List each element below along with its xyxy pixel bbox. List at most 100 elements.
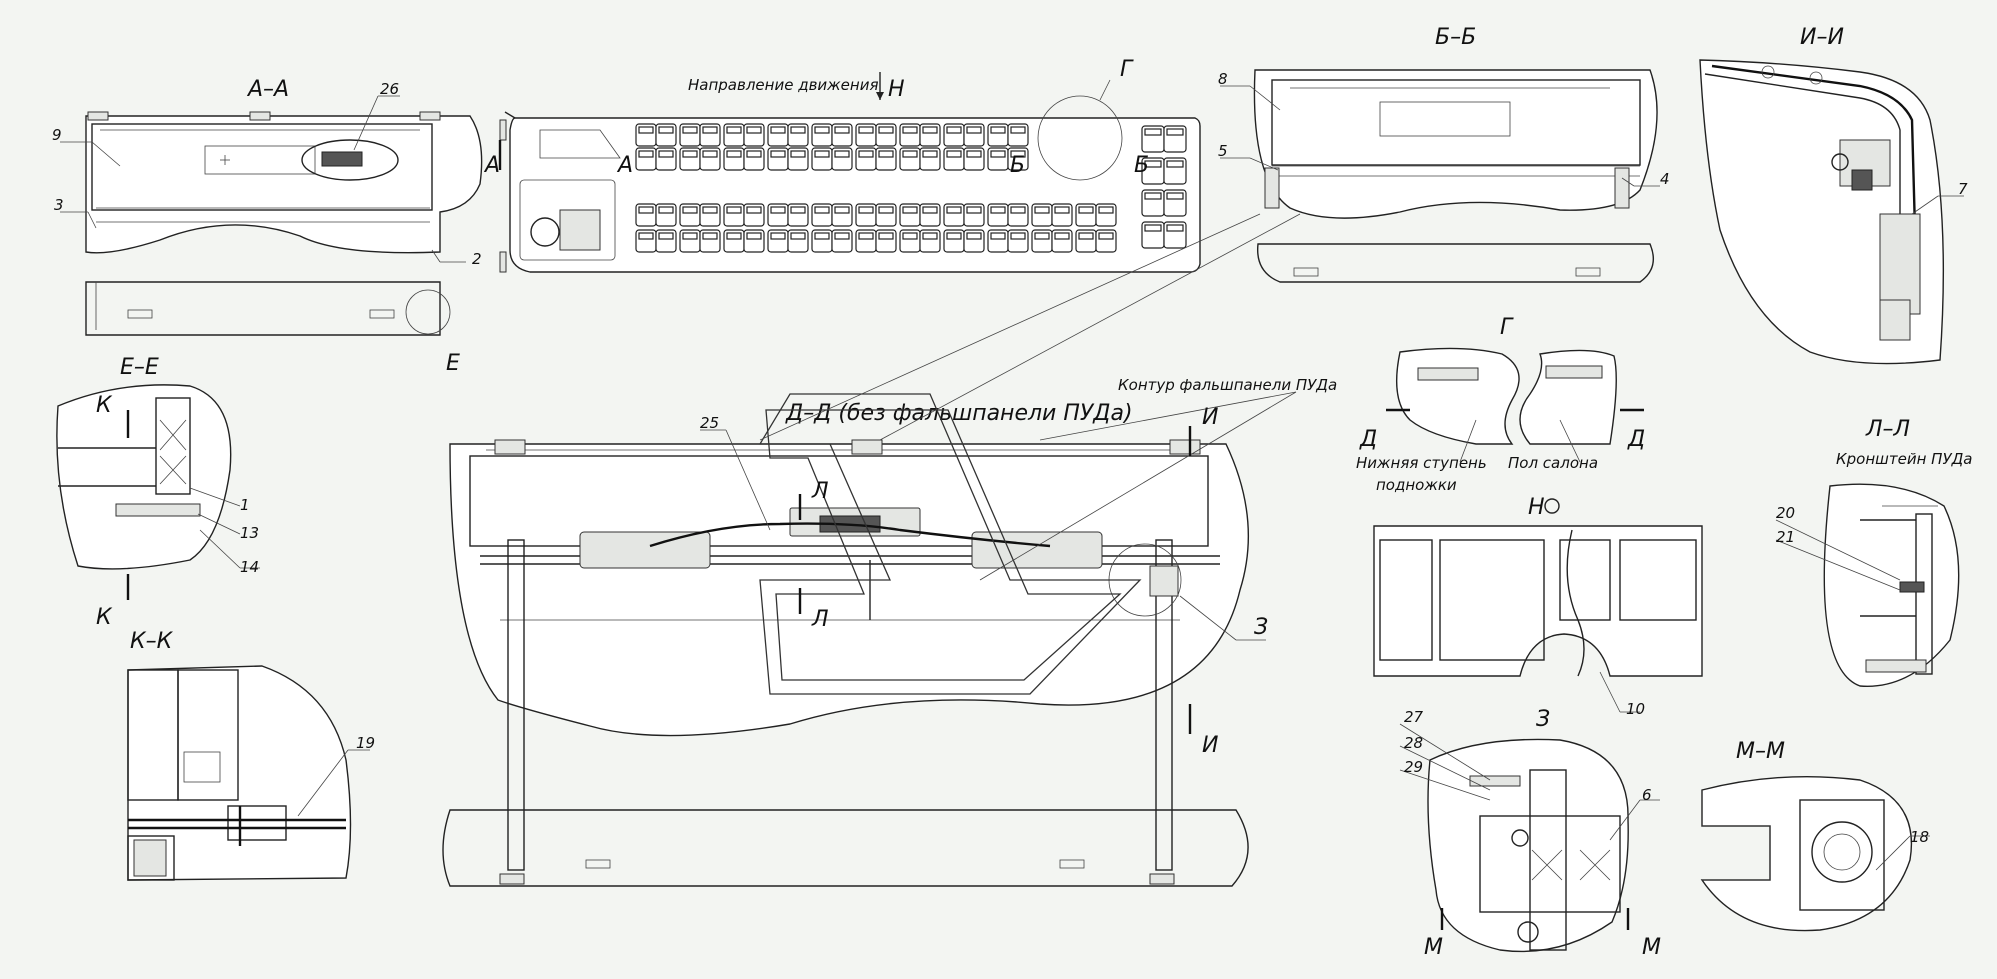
callout-14: 14 (240, 558, 259, 576)
seat-icon (855, 203, 877, 227)
cut-letters: Е К К И И Л Л З (96, 351, 1268, 758)
section-kk: К–К (127, 629, 352, 881)
seat-icon (767, 203, 789, 227)
section-ll-title: Л–Л (1865, 417, 1910, 442)
callouts: 9 3 26 2 8 5 4 7 1 13 14 19 25 10 20 21 … (52, 70, 1968, 871)
callout-25: 25 (700, 414, 719, 432)
cut-l2-letter: Л (811, 607, 829, 632)
cut-g-letter: Г (1120, 57, 1134, 82)
section-z-title: З (1536, 707, 1550, 732)
seat-icon (987, 203, 1009, 227)
seat-icon (699, 147, 721, 171)
callout-9: 9 (52, 126, 62, 144)
seat-icon (743, 229, 765, 253)
seat-icon (855, 147, 877, 171)
seat-icon (943, 229, 965, 253)
section-g: Г Д Д Нижняя ступень подножки Пол салона (1356, 315, 1645, 494)
bracket-label: Кронштейн ПУДа (1836, 450, 1973, 468)
seat-icon (831, 147, 853, 171)
callout-29: 29 (1404, 758, 1423, 776)
seats-top (635, 123, 1029, 171)
seat-icon (963, 229, 985, 253)
seat-icon (855, 123, 877, 147)
seat-icon (987, 123, 1009, 147)
section-kk-title: К–К (130, 629, 174, 654)
section-ee: Е–Е (56, 355, 232, 600)
seat-icon (655, 229, 677, 253)
seat-icon (1031, 203, 1053, 227)
seat-icon (919, 229, 941, 253)
section-bb-title: Б–Б (1435, 25, 1476, 50)
seat-icon (899, 123, 921, 147)
direction-arrow-letter: Н (888, 77, 905, 102)
seat-icon (1141, 189, 1165, 217)
seat-icon (1163, 221, 1187, 249)
seat-icon (1051, 229, 1073, 253)
seat-icon (963, 123, 985, 147)
seat-icon (699, 123, 721, 147)
seat-icon (723, 203, 745, 227)
cut-a2-letter: А (616, 153, 633, 178)
callout-13: 13 (240, 524, 259, 542)
seat-icon (699, 229, 721, 253)
callout-8: 8 (1218, 70, 1228, 88)
seat-icon (1163, 157, 1187, 185)
seat-icon (1051, 203, 1073, 227)
seat-icon (723, 147, 745, 171)
section-dd: Д–Д (без фальшпанели ПУДа) Кон (442, 213, 1337, 887)
section-mm-title: М–М (1736, 739, 1785, 764)
callout-27: 27 (1404, 708, 1424, 726)
callout-19: 19 (356, 734, 375, 752)
seat-icon (963, 203, 985, 227)
seat-icon (811, 203, 833, 227)
seat-icon (1095, 229, 1117, 253)
seat-icon (831, 229, 853, 253)
cut-i2-letter: И (1202, 733, 1218, 758)
seat-icon (635, 229, 657, 253)
seat-icon (655, 203, 677, 227)
seat-icon (943, 147, 965, 171)
cut-k2-letter: К (96, 605, 113, 630)
section-bb: Б–Б (1253, 25, 1658, 283)
seat-icon (811, 123, 833, 147)
cut-b2-letter: Б (1134, 153, 1149, 178)
cut-i1-letter: И (1202, 405, 1218, 430)
seat-icon (831, 203, 853, 227)
bus-plan-view: Направление движения Н А А Б Б Г (483, 57, 1201, 273)
callout-2: 2 (472, 250, 482, 268)
seat-icon (635, 147, 657, 171)
seat-icon (811, 147, 833, 171)
section-dd-title: Д–Д (без фальшпанели ПУДа) (785, 401, 1133, 426)
section-ii: И–И (1699, 25, 1945, 365)
seat-icon (919, 147, 941, 171)
cut-a1-letter: А (483, 153, 500, 178)
seat-icon (1007, 229, 1029, 253)
seat-icon (635, 123, 657, 147)
seat-icon (723, 123, 745, 147)
view-n-title: Н (1528, 495, 1545, 520)
view-n: Н (1373, 495, 1703, 677)
seat-icon (699, 203, 721, 227)
seats-bottom (635, 203, 1117, 253)
seat-icon (831, 123, 853, 147)
section-mm: М–М (1700, 739, 1913, 932)
seat-icon (635, 203, 657, 227)
callout-1: 1 (240, 496, 250, 514)
seat-icon (787, 203, 809, 227)
salon-floor-label: Пол салона (1508, 454, 1598, 472)
seat-icon (743, 147, 765, 171)
seat-icon (1007, 147, 1029, 171)
seat-icon (679, 147, 701, 171)
callout-6: 6 (1642, 786, 1652, 804)
seat-icon (1141, 125, 1165, 153)
section-ee-title: Е–Е (120, 355, 159, 380)
section-g-title: Г (1500, 315, 1514, 340)
seats-rear (1141, 125, 1187, 249)
seat-icon (1141, 221, 1165, 249)
seat-icon (679, 203, 701, 227)
seat-icon (963, 147, 985, 171)
seat-icon (767, 123, 789, 147)
callout-20: 20 (1776, 504, 1795, 522)
callout-3: 3 (54, 196, 64, 214)
